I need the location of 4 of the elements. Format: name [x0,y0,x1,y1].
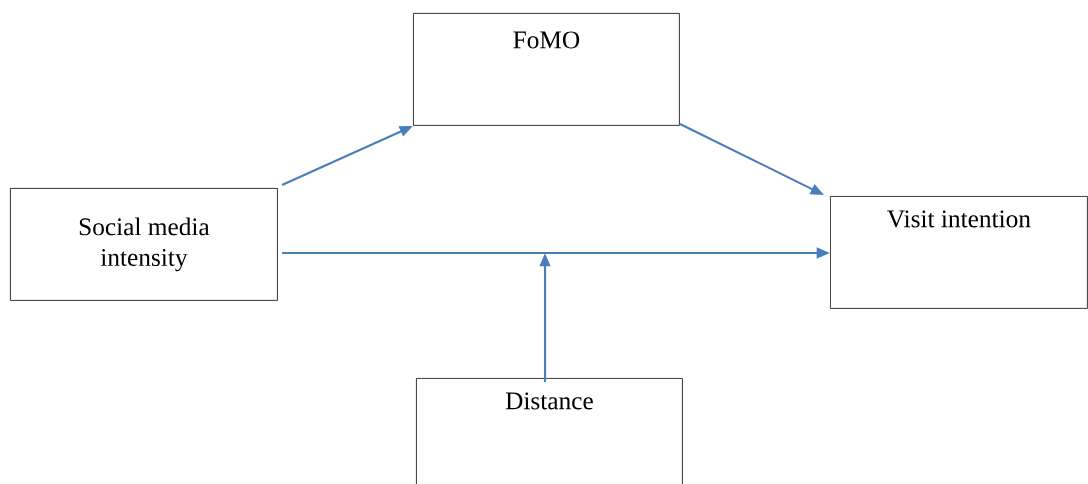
box: Social media intensity [10,188,278,301]
box: Visit intention [830,196,1088,309]
box: FoMO [413,13,680,126]
box: Distance [416,378,683,484]
